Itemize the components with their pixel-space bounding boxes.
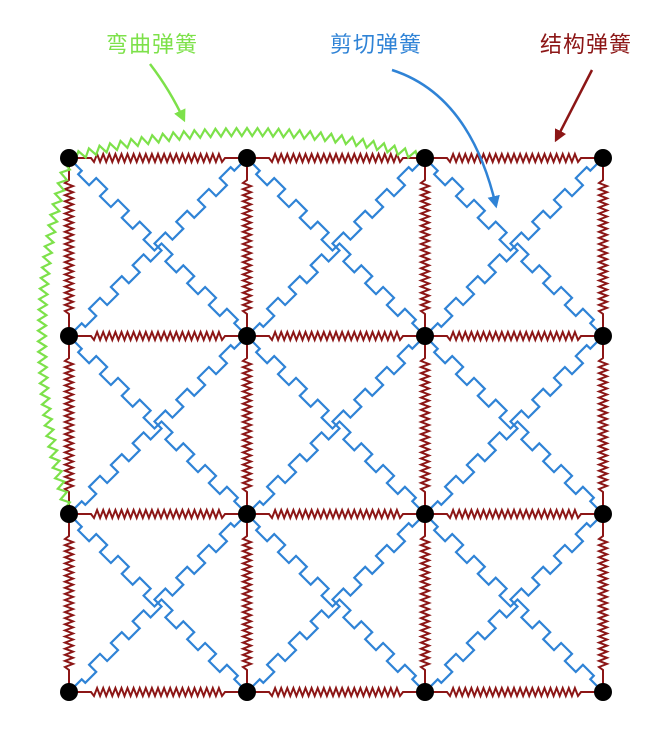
structural-spring-vertical xyxy=(596,158,610,336)
mass-node xyxy=(594,505,612,523)
structural-spring-vertical xyxy=(240,158,254,336)
shear-spring-diag-up xyxy=(246,513,426,693)
bend-spring-vertical xyxy=(35,157,72,515)
mass-node xyxy=(416,505,434,523)
shear-spring-diag-up xyxy=(68,513,248,693)
structural-spring-horizontal xyxy=(247,685,425,699)
bend-label-arrow xyxy=(149,63,186,123)
mass-node xyxy=(416,327,434,345)
structural-spring-horizontal xyxy=(69,329,247,343)
structural-spring-horizontal xyxy=(69,507,247,521)
structural-spring-horizontal xyxy=(247,507,425,521)
structural-spring-horizontal xyxy=(425,329,603,343)
structural-spring-horizontal xyxy=(425,685,603,699)
mass-node xyxy=(594,327,612,345)
structural-spring-vertical xyxy=(418,514,432,692)
shear-label-arrow xyxy=(391,68,500,209)
structural-spring-vertical xyxy=(240,336,254,514)
mass-node xyxy=(416,149,434,167)
mass-nodes xyxy=(60,149,612,701)
shear-springs xyxy=(68,157,604,693)
shear-spring-diag-up xyxy=(246,157,426,337)
mass-node xyxy=(60,149,78,167)
structural-spring-vertical xyxy=(596,514,610,692)
shear-spring-label: 剪切弹簧 xyxy=(330,33,423,58)
mass-node xyxy=(594,683,612,701)
mass-node xyxy=(60,327,78,345)
structural-label-arrow xyxy=(554,69,594,143)
shear-spring-diag-up xyxy=(424,513,604,693)
shear-spring-diag-up xyxy=(68,157,248,337)
structural-spring-horizontal xyxy=(247,151,425,165)
shear-spring-diag-up xyxy=(424,335,604,515)
mass-node xyxy=(416,683,434,701)
structural-spring-horizontal xyxy=(69,151,247,165)
mass-node xyxy=(238,683,256,701)
structural-spring-vertical xyxy=(62,158,76,336)
structural-spring-vertical xyxy=(62,336,76,514)
structural-spring-vertical xyxy=(418,158,432,336)
mass-node xyxy=(594,149,612,167)
shear-spring-diag-up xyxy=(68,335,248,515)
structural-spring-vertical xyxy=(418,336,432,514)
mass-node xyxy=(60,683,78,701)
bend-spring-horizontal xyxy=(68,125,426,162)
structural-spring-label: 结构弹簧 xyxy=(540,33,633,58)
mass-node xyxy=(60,505,78,523)
bend-spring-label: 弯曲弹簧 xyxy=(106,33,199,58)
label-arrows xyxy=(149,63,594,209)
structural-spring-vertical xyxy=(596,336,610,514)
structural-spring-horizontal xyxy=(247,329,425,343)
structural-spring-vertical xyxy=(62,514,76,692)
mass-node xyxy=(238,505,256,523)
structural-spring-horizontal xyxy=(425,151,603,165)
mass-node xyxy=(238,327,256,345)
mass-node xyxy=(238,149,256,167)
structural-springs xyxy=(62,151,610,699)
bend-springs xyxy=(35,125,426,515)
structural-spring-horizontal xyxy=(69,685,247,699)
shear-spring-diag-up xyxy=(246,335,426,515)
structural-spring-horizontal xyxy=(425,507,603,521)
shear-spring-diag-up xyxy=(424,157,604,337)
structural-spring-vertical xyxy=(240,514,254,692)
